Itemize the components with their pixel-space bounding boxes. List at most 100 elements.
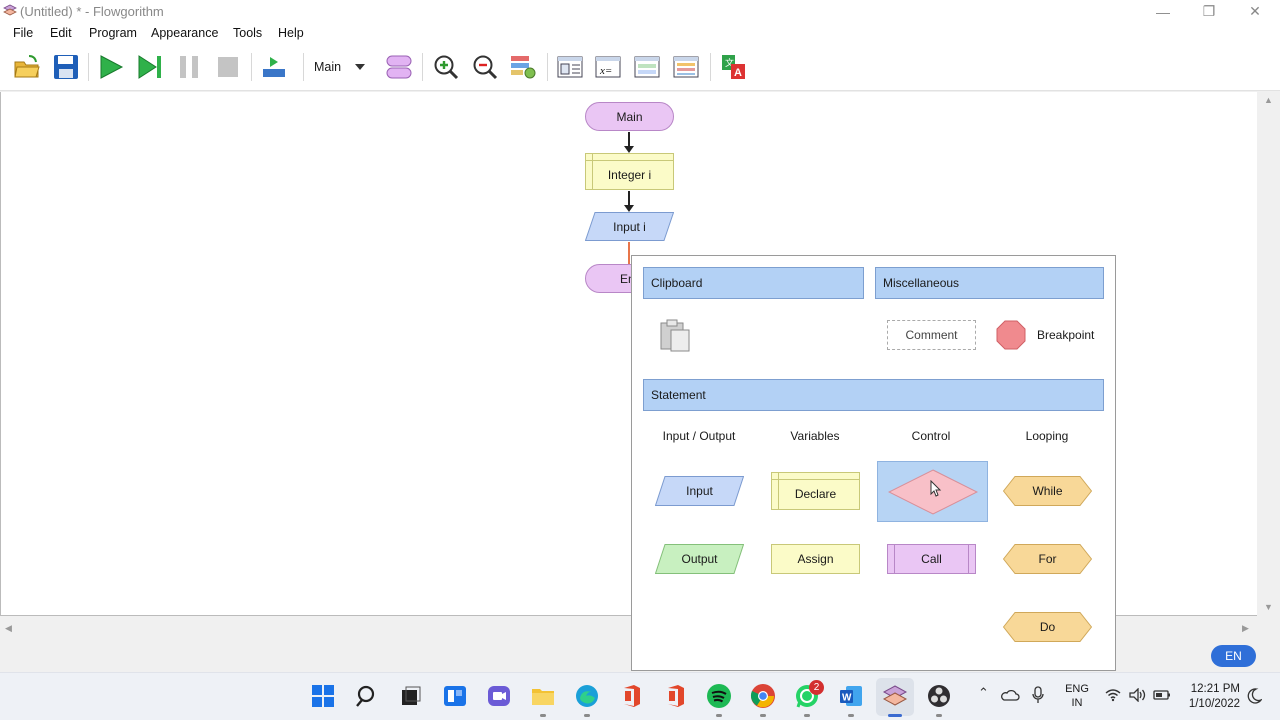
toolbar-separator bbox=[251, 53, 252, 81]
chrome-icon[interactable] bbox=[750, 683, 776, 709]
output-shape-button[interactable]: Output bbox=[655, 544, 744, 574]
menu-program[interactable]: Program bbox=[89, 26, 137, 40]
menu-appearance[interactable]: Appearance bbox=[151, 26, 219, 40]
breakpoint-icon[interactable] bbox=[996, 320, 1026, 350]
input-language-indicator[interactable]: ENG IN bbox=[1063, 682, 1091, 710]
toolbar: Main x= bbox=[0, 43, 1280, 91]
show-hidden-icons-icon[interactable]: ⌃ bbox=[978, 685, 989, 700]
running-indicator bbox=[760, 714, 766, 717]
teams-chat-icon[interactable] bbox=[486, 683, 512, 709]
flowchart-start-main[interactable]: Main bbox=[585, 102, 674, 131]
word-icon[interactable]: W bbox=[838, 683, 864, 709]
scroll-down-icon[interactable]: ▼ bbox=[1264, 602, 1273, 612]
active-indicator bbox=[888, 714, 902, 717]
assign-shape-label: Assign bbox=[797, 552, 834, 566]
office-icon[interactable] bbox=[618, 683, 644, 709]
wifi-icon[interactable] bbox=[1105, 688, 1121, 702]
hexagon-shape bbox=[1003, 544, 1092, 574]
flowchart-connector[interactable] bbox=[624, 191, 634, 212]
file-explorer-icon[interactable] bbox=[530, 683, 556, 709]
declare-shape-label: Declare bbox=[794, 487, 837, 501]
call-left-bar bbox=[894, 545, 895, 573]
menu-file[interactable]: File bbox=[13, 26, 34, 40]
variable-watch-icon[interactable]: x= bbox=[594, 53, 622, 81]
zoom-in-icon[interactable] bbox=[432, 53, 460, 81]
language-badge[interactable]: EN bbox=[1211, 645, 1256, 667]
task-view-icon[interactable] bbox=[398, 683, 424, 709]
scroll-up-icon[interactable]: ▲ bbox=[1264, 95, 1273, 105]
running-indicator bbox=[936, 714, 942, 717]
clipboard-header: Clipboard bbox=[643, 267, 864, 299]
edge-browser-icon[interactable] bbox=[574, 683, 600, 709]
run-speed-icon[interactable] bbox=[261, 53, 289, 81]
minimize-button[interactable]: — bbox=[1156, 3, 1170, 20]
flowchart-connector[interactable] bbox=[624, 132, 634, 153]
layout-settings-icon[interactable] bbox=[509, 53, 537, 81]
flowchart-declare-shape[interactable]: Integer i bbox=[585, 153, 674, 190]
flowgorithm-icon[interactable] bbox=[882, 683, 908, 709]
restore-button[interactable]: ❐ bbox=[1202, 3, 1216, 19]
comment-label: Comment bbox=[905, 328, 958, 342]
menu-edit[interactable]: Edit bbox=[50, 26, 72, 40]
vertical-scrollbar[interactable]: ▲ ▼ bbox=[1257, 92, 1280, 616]
while-shape-button[interactable]: While bbox=[1003, 476, 1092, 506]
scroll-left-icon[interactable]: ◀ bbox=[5, 623, 12, 633]
menu-help[interactable]: Help bbox=[278, 26, 304, 40]
translate-icon[interactable]: 文 A bbox=[719, 53, 747, 81]
output-shape-label: Output bbox=[681, 552, 718, 566]
call-shape-button[interactable]: Call bbox=[887, 544, 976, 574]
column-input-output: Input / Output bbox=[662, 429, 736, 443]
comment-shape[interactable]: Comment bbox=[887, 320, 976, 350]
focus-assist-icon[interactable] bbox=[1246, 688, 1262, 704]
flowchart-connector-highlighted[interactable] bbox=[628, 242, 630, 264]
if-shape-button-hover[interactable] bbox=[877, 461, 988, 522]
for-shape-button[interactable]: For bbox=[1003, 544, 1092, 574]
parallelogram-shape bbox=[655, 544, 744, 574]
running-indicator bbox=[540, 714, 546, 717]
spotify-icon[interactable] bbox=[706, 683, 732, 709]
close-button[interactable]: ✕ bbox=[1249, 3, 1261, 19]
windows-start-icon[interactable] bbox=[310, 683, 336, 709]
search-icon[interactable] bbox=[354, 683, 380, 709]
input-language-primary: ENG bbox=[1065, 683, 1089, 695]
stop-icon[interactable] bbox=[214, 53, 242, 81]
system-clock[interactable]: 12:21 PM 1/10/2022 bbox=[1180, 682, 1240, 712]
while-shape-label: While bbox=[1032, 484, 1063, 498]
scroll-right-icon[interactable]: ▶ bbox=[1242, 623, 1249, 633]
parallelogram-shape bbox=[585, 212, 674, 241]
widgets-icon[interactable] bbox=[442, 683, 468, 709]
chevron-down-icon bbox=[355, 64, 365, 70]
split-view-icon[interactable] bbox=[556, 53, 584, 81]
microphone-icon[interactable] bbox=[1031, 686, 1045, 704]
notification-badge: 2 bbox=[809, 680, 824, 695]
pause-icon[interactable] bbox=[175, 53, 203, 81]
onedrive-icon[interactable] bbox=[1000, 688, 1020, 702]
clock-time: 12:21 PM bbox=[1190, 683, 1240, 695]
zoom-out-icon[interactable] bbox=[471, 53, 499, 81]
clipboard-paste-icon[interactable] bbox=[657, 317, 693, 353]
menu-tools[interactable]: Tools bbox=[233, 26, 263, 40]
open-folder-icon[interactable] bbox=[13, 53, 41, 81]
office-icon[interactable] bbox=[662, 683, 688, 709]
save-icon[interactable] bbox=[52, 53, 80, 81]
statement-header: Statement bbox=[643, 379, 1104, 411]
toolbar-separator bbox=[710, 53, 711, 81]
add-function-icon[interactable] bbox=[385, 53, 413, 81]
run-icon[interactable] bbox=[97, 53, 125, 81]
windows-taskbar: 2 W ⌃ bbox=[0, 672, 1280, 720]
step-icon[interactable] bbox=[136, 53, 164, 81]
source-viewer-icon[interactable] bbox=[672, 53, 700, 81]
battery-icon[interactable] bbox=[1153, 689, 1171, 701]
do-shape-button[interactable]: Do bbox=[1003, 612, 1092, 642]
assign-shape-button[interactable]: Assign bbox=[771, 544, 860, 574]
flowchart-input-shape[interactable]: Input i bbox=[585, 212, 674, 241]
function-selector[interactable]: Main bbox=[310, 57, 372, 77]
column-looping: Looping bbox=[1025, 429, 1069, 443]
input-shape-button[interactable]: Input bbox=[655, 476, 744, 506]
obs-icon[interactable] bbox=[926, 683, 952, 709]
volume-icon[interactable] bbox=[1129, 688, 1147, 702]
mouse-cursor-icon bbox=[930, 480, 942, 497]
console-icon[interactable] bbox=[633, 53, 661, 81]
declare-shape-button[interactable]: Declare bbox=[771, 472, 860, 510]
flowchart-start-label: Main bbox=[616, 109, 643, 124]
